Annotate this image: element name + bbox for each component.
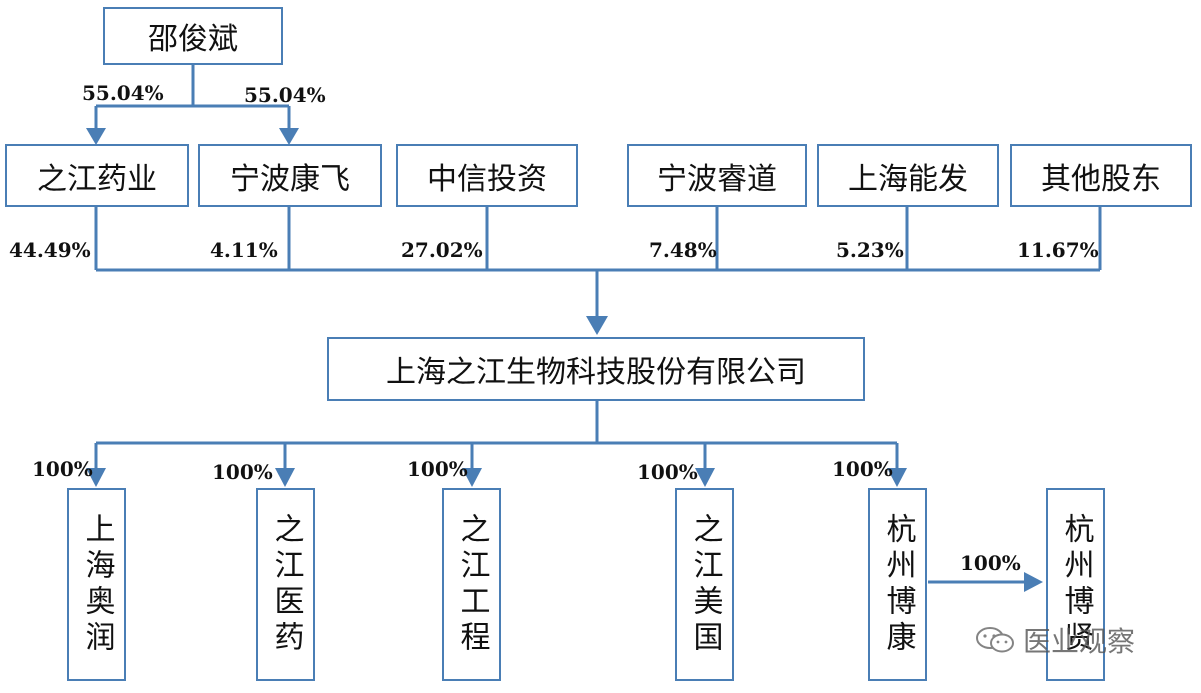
shareholder-pct-1: 44.49% [9, 238, 91, 262]
shareholder-pct-3: 27.02% [401, 238, 483, 262]
shareholder-box-2: 宁波康飞 [198, 144, 382, 207]
subsidiary-box-5: 杭州博康 [868, 488, 927, 681]
subsidiary-name: 之江医药 [268, 512, 304, 657]
shareholder-box-6: 其他股东 [1010, 144, 1192, 207]
top-link-pct-2: 55.04% [244, 83, 326, 107]
subsidiary-name: 之江美国 [687, 512, 723, 657]
shareholder-name: 上海能发 [848, 161, 968, 197]
subsidiary-pct-3: 100% [407, 457, 468, 481]
top-person-box: 邵俊斌 [103, 7, 283, 65]
top-person-name: 邵俊斌 [148, 22, 238, 57]
sub-subsidiary-box: 杭州博贤 [1046, 488, 1105, 681]
shareholder-name: 宁波康飞 [230, 161, 350, 197]
sub-subsidiary-name: 杭州博贤 [1058, 512, 1094, 657]
shareholder-name: 宁波睿道 [657, 161, 777, 197]
shareholder-name: 之江药业 [37, 161, 157, 197]
subsidiary-name: 上海奥润 [79, 512, 115, 657]
watermark-text: 医业观察 [1023, 625, 1136, 658]
wechat-icon [976, 627, 1014, 653]
shareholder-box-5: 上海能发 [817, 144, 999, 207]
subsidiary-box-1: 上海奥润 [67, 488, 126, 681]
subsidiary-name: 之江工程 [454, 512, 490, 657]
subsidiary-pct-5: 100% [832, 457, 893, 481]
subsidiary-box-3: 之江工程 [442, 488, 501, 681]
shareholder-pct-4: 7.48% [649, 238, 717, 262]
shareholder-box-4: 宁波睿道 [627, 144, 807, 207]
subsidiary-box-2: 之江医药 [256, 488, 315, 681]
top-link-pct-1: 55.04% [82, 81, 164, 105]
main-company-name: 上海之江生物科技股份有限公司 [386, 355, 806, 390]
subsidiary-box-4: 之江美国 [675, 488, 734, 681]
main-company-box: 上海之江生物科技股份有限公司 [327, 337, 865, 401]
shareholder-name: 中信投资 [427, 161, 547, 197]
subsidiary-pct-4: 100% [637, 460, 698, 484]
subsidiary-pct-1: 100% [32, 457, 93, 481]
subsidiary-name: 杭州博康 [880, 512, 916, 657]
subsidiary-pct-2: 100% [212, 460, 273, 484]
sub-subsidiary-pct: 100% [960, 551, 1021, 575]
shareholder-box-1: 之江药业 [5, 144, 189, 207]
shareholder-pct-5: 5.23% [836, 238, 904, 262]
shareholder-name: 其他股东 [1041, 161, 1161, 197]
shareholder-pct-6: 11.67% [1017, 238, 1099, 262]
shareholder-box-3: 中信投资 [396, 144, 578, 207]
shareholder-pct-2: 4.11% [210, 238, 278, 262]
watermark: 医业观察 [975, 620, 1135, 660]
